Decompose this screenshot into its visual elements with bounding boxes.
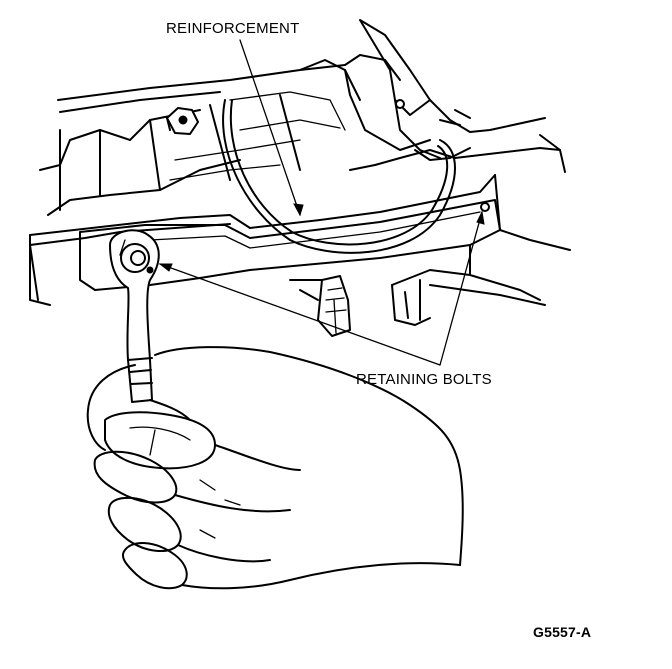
upper-bracket (344, 19, 566, 173)
hand (86, 346, 464, 590)
reinforcement-label: REINFORCEMENT (166, 20, 300, 37)
ratchet-wrench (109, 229, 160, 403)
retaining-bolts-label: RETAINING BOLTS (356, 371, 492, 388)
cross-beam (29, 174, 571, 306)
upper-structure (39, 59, 431, 216)
reinforcement-loop (222, 99, 456, 254)
figure-code: G5557-A (533, 624, 592, 640)
leader-lines (158, 39, 485, 366)
nut (166, 107, 199, 135)
connector (289, 275, 351, 337)
lower-bracket (391, 269, 546, 326)
